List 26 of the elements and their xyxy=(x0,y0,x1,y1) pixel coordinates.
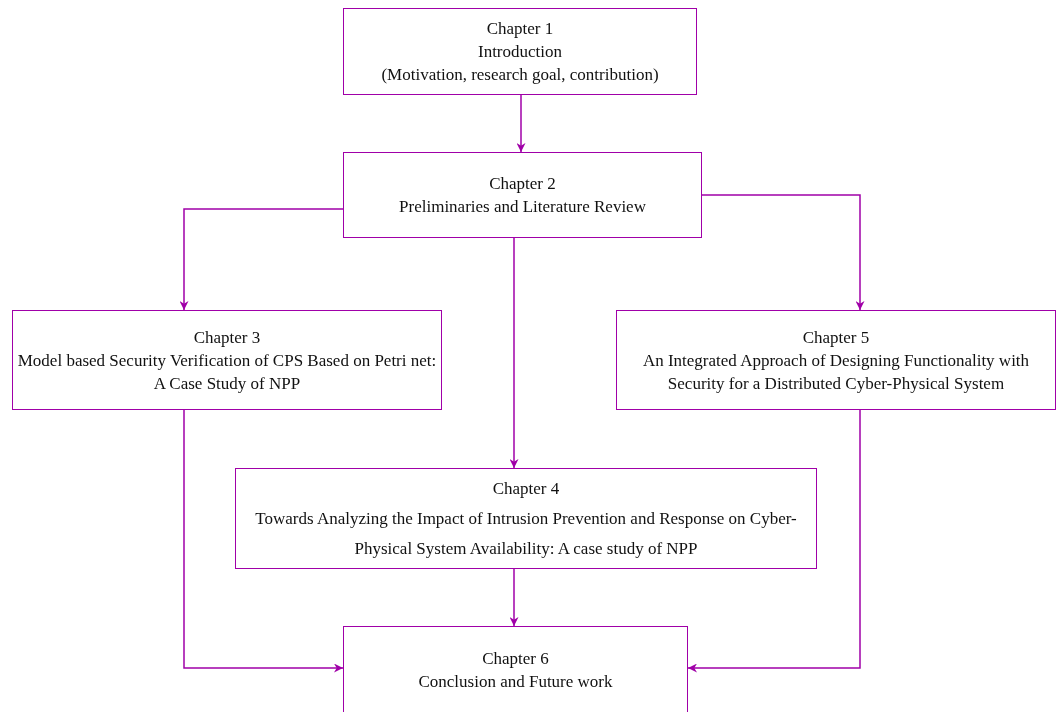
arrow xyxy=(179,208,344,311)
chapter-heading: Chapter 5 xyxy=(802,326,870,349)
chapter-title: (Motivation, research goal, contribution) xyxy=(381,64,659,86)
chapter-box xyxy=(616,310,1056,410)
arrow xyxy=(516,94,526,153)
chapter-title: Introduction xyxy=(477,41,562,63)
chapter-box xyxy=(343,8,697,95)
chapter-heading: Chapter 6 xyxy=(482,648,549,670)
chapter-box xyxy=(343,626,688,712)
arrow xyxy=(509,237,519,469)
chapter-heading: Chapter 4 xyxy=(492,477,560,500)
chapter-box xyxy=(235,468,817,569)
arrow xyxy=(183,409,344,673)
chapter-heading: Chapter 2 xyxy=(489,173,556,195)
arrow xyxy=(701,194,865,311)
chapter-title: Model based Security Verification of CPS Based on Petri net: A Case Study of NPP xyxy=(17,349,437,395)
chapter-title: Conclusion and Future work xyxy=(418,671,613,693)
chapter-title: Preliminaries and Literature Review xyxy=(399,196,646,218)
arrow xyxy=(687,409,861,673)
chapter-title: Towards Analyzing the Impact of Intrusion Prevention and Response on Cyber-Physical System Availability: A case study of NPP xyxy=(254,507,798,560)
arrow xyxy=(509,568,519,627)
chapter-box xyxy=(343,152,702,238)
chapter-heading: Chapter 1 xyxy=(486,18,554,40)
chapter-heading: Chapter 3 xyxy=(193,326,261,349)
chapter-title: An Integrated Approach of Designing Functionality with Security for a Distributed Cyber-Physical System xyxy=(641,349,1031,395)
chapter-box xyxy=(12,310,442,410)
